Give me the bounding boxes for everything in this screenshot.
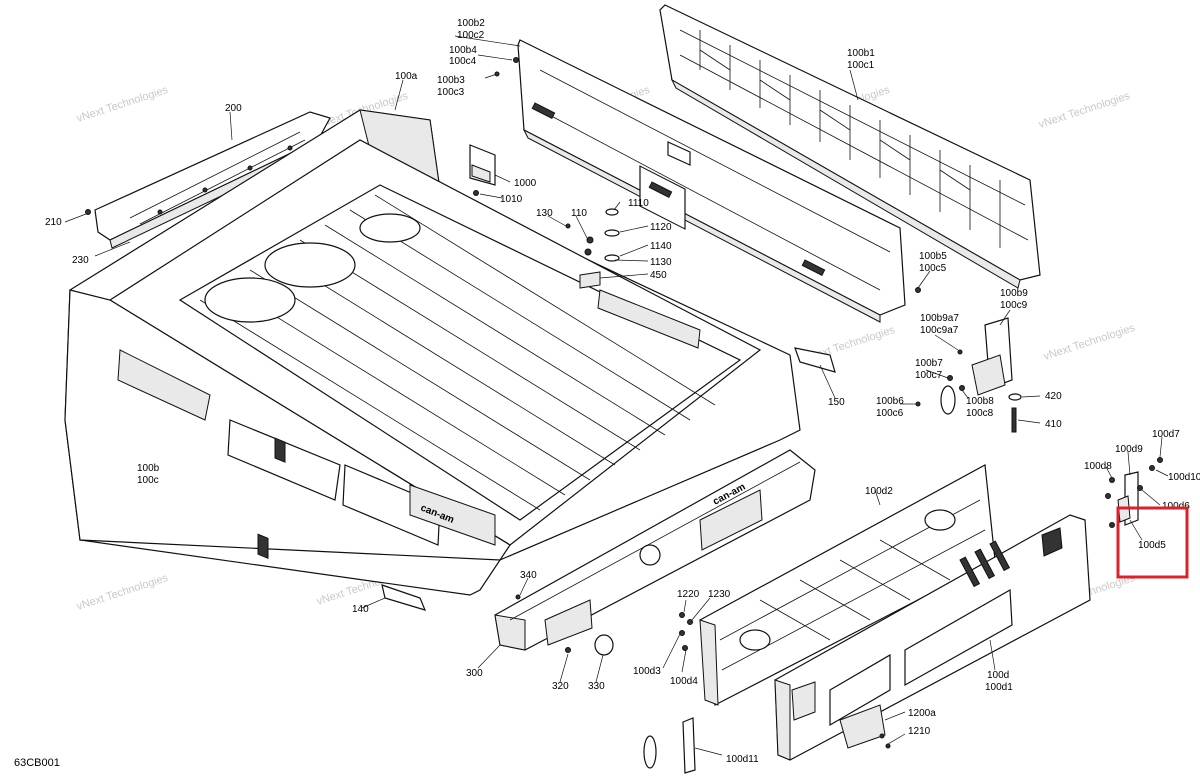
label-420: 420 (1045, 391, 1062, 402)
label-100c7: 100c7 (915, 370, 943, 381)
label-1220: 1220 (677, 589, 700, 600)
part-100a-cargo-box: can-am (64, 109, 801, 596)
label-320: 320 (552, 681, 569, 692)
label-100c5: 100c5 (919, 263, 947, 274)
label-100d8: 100d8 (1084, 461, 1112, 472)
label-100b1: 100b1 (847, 48, 875, 59)
label-100d: 100d (987, 670, 1009, 681)
label-230: 230 (72, 255, 89, 266)
watermark: vNext Technologies (1037, 90, 1132, 131)
part-100b1-rear-frame (659, 4, 1041, 289)
watermark: vNext Technologies (1042, 322, 1137, 363)
label-300: 300 (466, 668, 483, 679)
watermark: vNext Technologies (75, 84, 170, 125)
diagram-code: 63CB001 (14, 757, 60, 769)
label-100b3: 100b3 (437, 75, 465, 86)
label-100d2: 100d2 (865, 486, 893, 497)
label-100c9a7: 100c9a7 (920, 325, 959, 336)
part-100d2-tailgate-inner (699, 464, 996, 706)
label-100c: 100c (137, 475, 159, 486)
callout-labels: 100b2 100c2 100b4 100c4 100b3 100c3 100a… (45, 18, 1200, 765)
label-1200a: 1200a (908, 708, 936, 719)
label-1130: 1130 (650, 257, 672, 268)
label-140: 140 (352, 604, 369, 615)
label-100d1: 100d1 (985, 682, 1013, 693)
label-1010: 1010 (500, 194, 523, 205)
label-100c3: 100c3 (437, 87, 465, 98)
label-100b5: 100b5 (919, 251, 947, 262)
label-200: 200 (225, 103, 242, 114)
label-100c4: 100c4 (449, 56, 477, 67)
label-150: 150 (828, 397, 845, 408)
label-1210: 1210 (908, 726, 931, 737)
label-100d4: 100d4 (670, 676, 698, 687)
label-100d3: 100d3 (633, 666, 661, 677)
label-100b2: 100b2 (457, 18, 485, 29)
part-100d-tailgate-outer (774, 514, 1091, 761)
label-100d5: 100d5 (1138, 540, 1166, 551)
label-1120: 1120 (650, 222, 672, 233)
label-100b: 100b (137, 463, 160, 474)
small-parts (85, 57, 1163, 774)
label-330: 330 (588, 681, 605, 692)
label-110: 110 (571, 208, 587, 219)
label-100c1: 100c1 (847, 60, 875, 71)
label-1230: 1230 (708, 589, 731, 600)
label-1110: 1110 (628, 198, 649, 209)
label-100d9: 100d9 (1115, 444, 1143, 455)
label-100d10: 100d10 (1168, 472, 1200, 483)
label-100c2: 100c2 (457, 30, 485, 41)
label-100b8: 100b8 (966, 396, 994, 407)
label-100c6: 100c6 (876, 408, 904, 419)
part-200-side-rail (94, 111, 331, 249)
label-100b4: 100b4 (449, 45, 477, 56)
label-410: 410 (1045, 419, 1062, 430)
label-1140: 1140 (650, 241, 672, 252)
watermark: vNext Technologies (75, 572, 170, 613)
label-100d11: 100d11 (726, 754, 759, 765)
label-100c9: 100c9 (1000, 300, 1028, 311)
label-210: 210 (45, 217, 62, 228)
label-100d7: 100d7 (1152, 429, 1180, 440)
part-300-rear-beam: can-am (494, 449, 816, 651)
part-100b2-front-frame (517, 39, 906, 417)
label-340: 340 (520, 570, 537, 581)
leader-lines (64, 35, 1169, 756)
label-100b9a7: 100b9a7 (920, 313, 959, 324)
label-100c8: 100c8 (966, 408, 994, 419)
label-100a: 100a (395, 71, 418, 82)
highlight-box (1116, 506, 1189, 579)
label-1000: 1000 (514, 178, 537, 189)
label-100b6: 100b6 (876, 396, 904, 407)
label-450: 450 (650, 270, 667, 281)
label-100b7: 100b7 (915, 358, 943, 369)
label-100b9: 100b9 (1000, 288, 1028, 299)
label-130: 130 (536, 208, 553, 219)
